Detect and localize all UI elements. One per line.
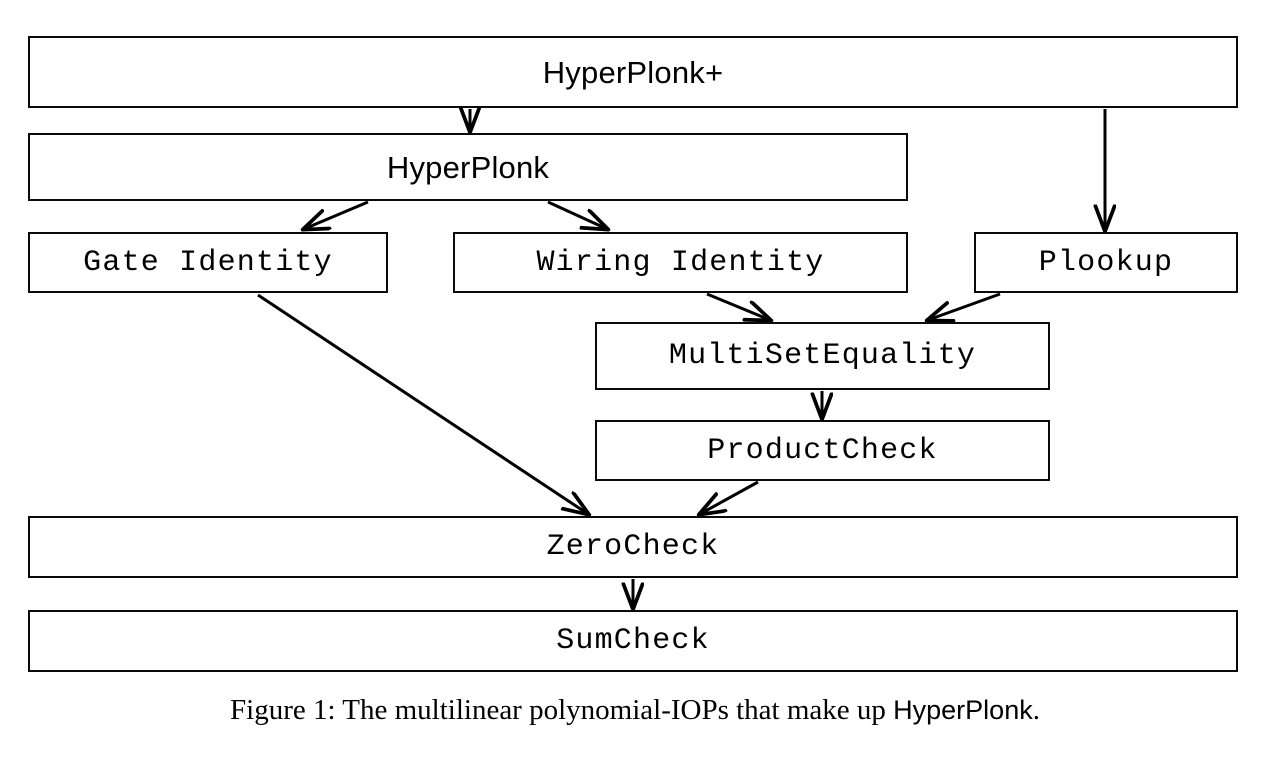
caption-suffix: . [1032,694,1040,726]
node-productcheck[interactable]: ProductCheck [595,420,1050,481]
node-label: Gate Identity [83,245,333,280]
node-label: ProductCheck [707,433,938,468]
edge-productcheck-to-zerocheck [700,480,759,514]
figure-caption: Figure 1: The multilinear polynomial-IOP… [0,694,1270,727]
edge-plookup-to-multisetequality [928,292,1001,320]
node-sumcheck[interactable]: SumCheck [28,610,1238,672]
node-label: MultiSetEquality [668,339,977,373]
node-hyperplonk[interactable]: HyperPlonk [28,133,908,201]
node-wiring_identity[interactable]: Wiring Identity [453,232,908,293]
edge-hyperplonk-to-wiring_identity [547,200,607,229]
caption-prefix: Figure 1: The multilinear polynomial-IOP… [230,694,894,726]
node-label: Plookup [1038,245,1174,280]
node-label: HyperPlonk [386,149,550,185]
node-gate_identity[interactable]: Gate Identity [28,232,388,293]
node-label: HyperPlonk+ [542,54,724,90]
node-label: Wiring Identity [536,245,825,280]
node-multisetequality[interactable]: MultiSetEquality [595,322,1050,390]
edge-hyperplonk-to-gate_identity [304,200,369,229]
node-zerocheck[interactable]: ZeroCheck [28,516,1238,578]
node-label: SumCheck [556,624,710,658]
edge-wiring_identity-to-multisetequality [706,292,770,320]
node-hyperplonk_plus[interactable]: HyperPlonk+ [28,36,1238,108]
edge-gate_identity-to-zerocheck [257,293,588,514]
caption-emphasis: HyperPlonk [893,695,1033,725]
node-plookup[interactable]: Plookup [974,232,1238,293]
node-label: ZeroCheck [546,530,720,564]
